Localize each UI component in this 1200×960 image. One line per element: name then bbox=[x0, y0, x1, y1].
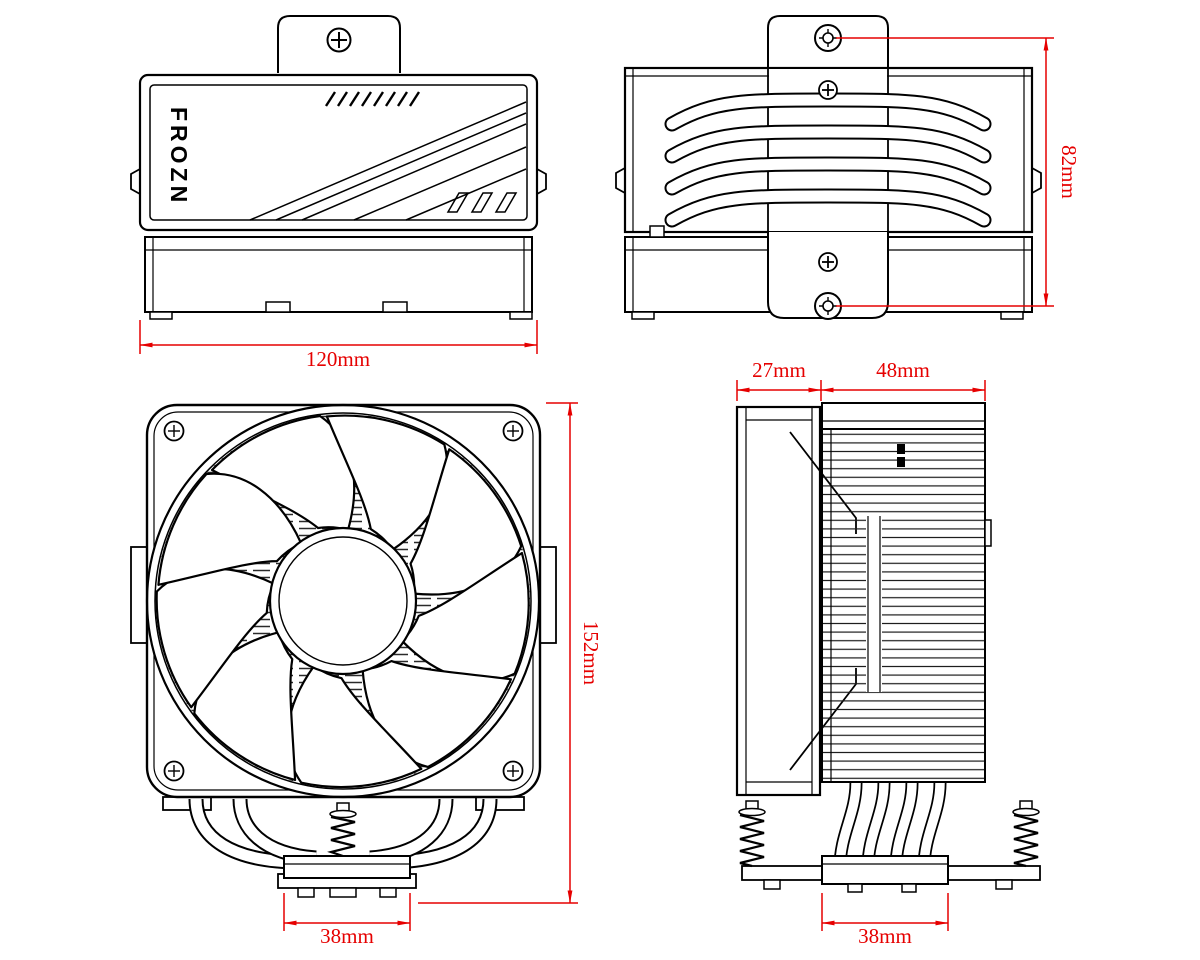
fan-top-plate bbox=[138, 73, 539, 232]
spring-screw bbox=[738, 800, 766, 868]
dim-label-rear-height: 82mm bbox=[1057, 145, 1081, 199]
base-assembly bbox=[277, 855, 417, 898]
dim-label-side-fin-depth: 48mm bbox=[876, 358, 930, 382]
phillips-screw-icon bbox=[818, 252, 838, 272]
corner-screw-icon bbox=[502, 420, 524, 442]
dim-label-front-base-width: 38mm bbox=[320, 924, 374, 948]
brand-logo-text: FROZN bbox=[166, 107, 192, 206]
fan-side-profile bbox=[735, 405, 822, 797]
cable-connector bbox=[649, 225, 665, 238]
dim-top-width bbox=[139, 320, 538, 354]
fan-top-plate-inset bbox=[149, 84, 528, 221]
phillips-screw-icon bbox=[326, 27, 352, 53]
dimension-labels: 120mm 82mm 152mm 38mm 27mm 48mm 38mm bbox=[306, 145, 1081, 948]
base-assembly bbox=[763, 855, 1013, 893]
corner-screw-icon bbox=[163, 760, 185, 782]
rivet-screw-icon bbox=[814, 292, 842, 320]
dim-label-side-fan-depth: 27mm bbox=[752, 358, 806, 382]
dim-front-base-width bbox=[283, 893, 411, 931]
front-view bbox=[122, 373, 570, 898]
dim-side-fin-depth bbox=[820, 380, 986, 401]
side-clip-right bbox=[536, 168, 547, 195]
dim-front-height bbox=[418, 402, 578, 904]
side-clip-right bbox=[1031, 167, 1042, 194]
fan-frame bbox=[145, 403, 542, 799]
heatsink-band-top-view bbox=[144, 236, 533, 320]
top-view: FROZN bbox=[130, 15, 547, 320]
dimension-annotations bbox=[139, 37, 1054, 931]
heatpipes bbox=[664, 92, 992, 228]
dim-label-side-base-width: 38mm bbox=[858, 924, 912, 948]
fin-tab-left bbox=[130, 546, 148, 644]
phillips-screw-icon bbox=[818, 80, 838, 100]
side-clip-left bbox=[615, 167, 626, 194]
dim-rear-height bbox=[836, 37, 1054, 307]
plate-decoration bbox=[249, 91, 527, 221]
rear-view bbox=[615, 15, 1042, 320]
corner-screw-icon bbox=[502, 760, 524, 782]
fin-tab-right bbox=[539, 546, 557, 644]
dim-label-front-height: 152mm bbox=[579, 621, 603, 685]
fan-hub bbox=[268, 526, 418, 676]
rivet-screw-icon bbox=[814, 24, 842, 52]
side-clip-left bbox=[130, 168, 141, 195]
dim-side-base-width bbox=[821, 893, 949, 931]
dim-side-fan-depth bbox=[736, 380, 822, 401]
spring-screw bbox=[1012, 800, 1040, 868]
corner-screw-icon bbox=[163, 420, 185, 442]
fin-stack bbox=[821, 428, 992, 783]
spring-screw bbox=[327, 802, 357, 858]
fin-stack-top-cap bbox=[821, 402, 986, 430]
side-view bbox=[735, 402, 1041, 893]
dim-label-top-width: 120mm bbox=[306, 347, 370, 371]
